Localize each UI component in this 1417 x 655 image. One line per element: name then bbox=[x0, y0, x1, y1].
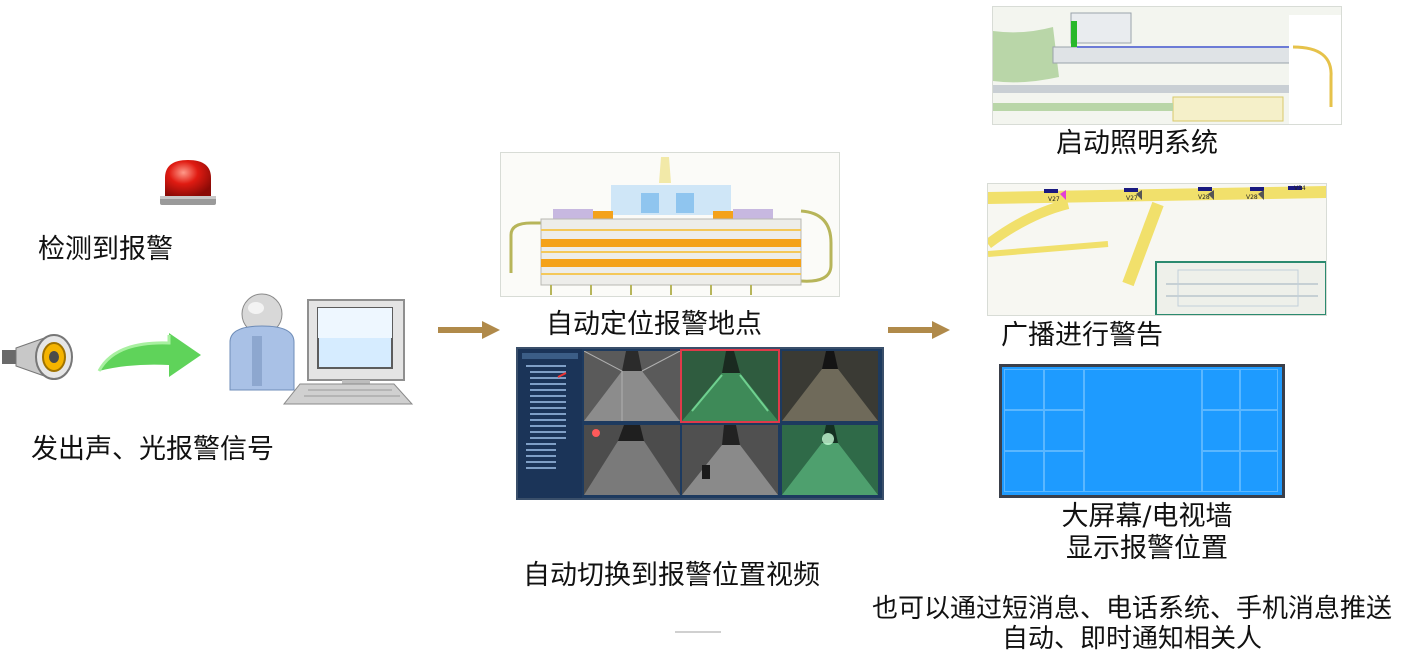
siren-icon bbox=[157, 158, 219, 208]
detect-label: 检测到报警 bbox=[38, 234, 173, 265]
video-surveillance-panel bbox=[516, 347, 884, 500]
wall-screen bbox=[1004, 451, 1044, 492]
wall-screen bbox=[1240, 451, 1278, 492]
notify-label-line1: 也可以通过短消息、电话系统、手机消息推送 bbox=[871, 594, 1392, 624]
camera-feed bbox=[584, 425, 680, 495]
wall-screen bbox=[1044, 369, 1084, 410]
arrow-right-icon bbox=[438, 320, 500, 340]
green-arrow-icon bbox=[97, 333, 203, 377]
lighting-label: 启动照明系统 bbox=[1056, 128, 1218, 159]
camera-tree-sidebar bbox=[518, 349, 582, 498]
wall-screen bbox=[1004, 369, 1044, 410]
notify-label-line2: 自动、即时通知相关人 bbox=[1001, 624, 1262, 654]
camera-feed bbox=[682, 425, 778, 495]
wall-main-screen bbox=[1084, 369, 1202, 492]
wall-screen bbox=[1004, 410, 1044, 451]
speaker-label: V34 bbox=[1294, 185, 1306, 192]
camera-feed bbox=[782, 351, 878, 421]
camera-feed bbox=[782, 425, 878, 495]
speaker-label: V28 bbox=[1198, 194, 1210, 201]
wall-screen bbox=[1044, 451, 1084, 492]
wall-screen bbox=[1240, 410, 1278, 451]
arrow-right-icon bbox=[888, 320, 950, 340]
wall-screen bbox=[1202, 410, 1240, 451]
camera-feed bbox=[584, 351, 680, 421]
speaker-label: V28 bbox=[1246, 194, 1258, 201]
video-wall-display bbox=[999, 364, 1285, 498]
lighting-system-map bbox=[992, 6, 1342, 125]
signal-label: 发出声、光报警信号 bbox=[31, 434, 274, 465]
speaker-label: V27 bbox=[1048, 196, 1060, 203]
divider bbox=[675, 631, 721, 633]
screen-label-line1: 大屏幕/电视墙 bbox=[1061, 501, 1233, 532]
camera-feed-alarm bbox=[680, 349, 780, 423]
broadcast-label: 广播进行警告 bbox=[1001, 320, 1163, 351]
broadcast-map: V27 V27 V28 V28 V34 bbox=[987, 183, 1327, 316]
alarm-location-map bbox=[500, 152, 840, 297]
wall-screen bbox=[1044, 410, 1084, 451]
speaker-label: V27 bbox=[1126, 195, 1138, 202]
wall-screen bbox=[1240, 369, 1278, 410]
wall-screen bbox=[1202, 451, 1240, 492]
loudspeaker-icon bbox=[2, 332, 76, 382]
wall-screen bbox=[1202, 369, 1240, 410]
screen-label-line2: 显示报警位置 bbox=[1066, 533, 1228, 564]
operator-computer-icon bbox=[224, 292, 420, 410]
switch-video-label: 自动切换到报警位置视频 bbox=[523, 560, 820, 591]
locate-label: 自动定位报警地点 bbox=[546, 309, 762, 340]
